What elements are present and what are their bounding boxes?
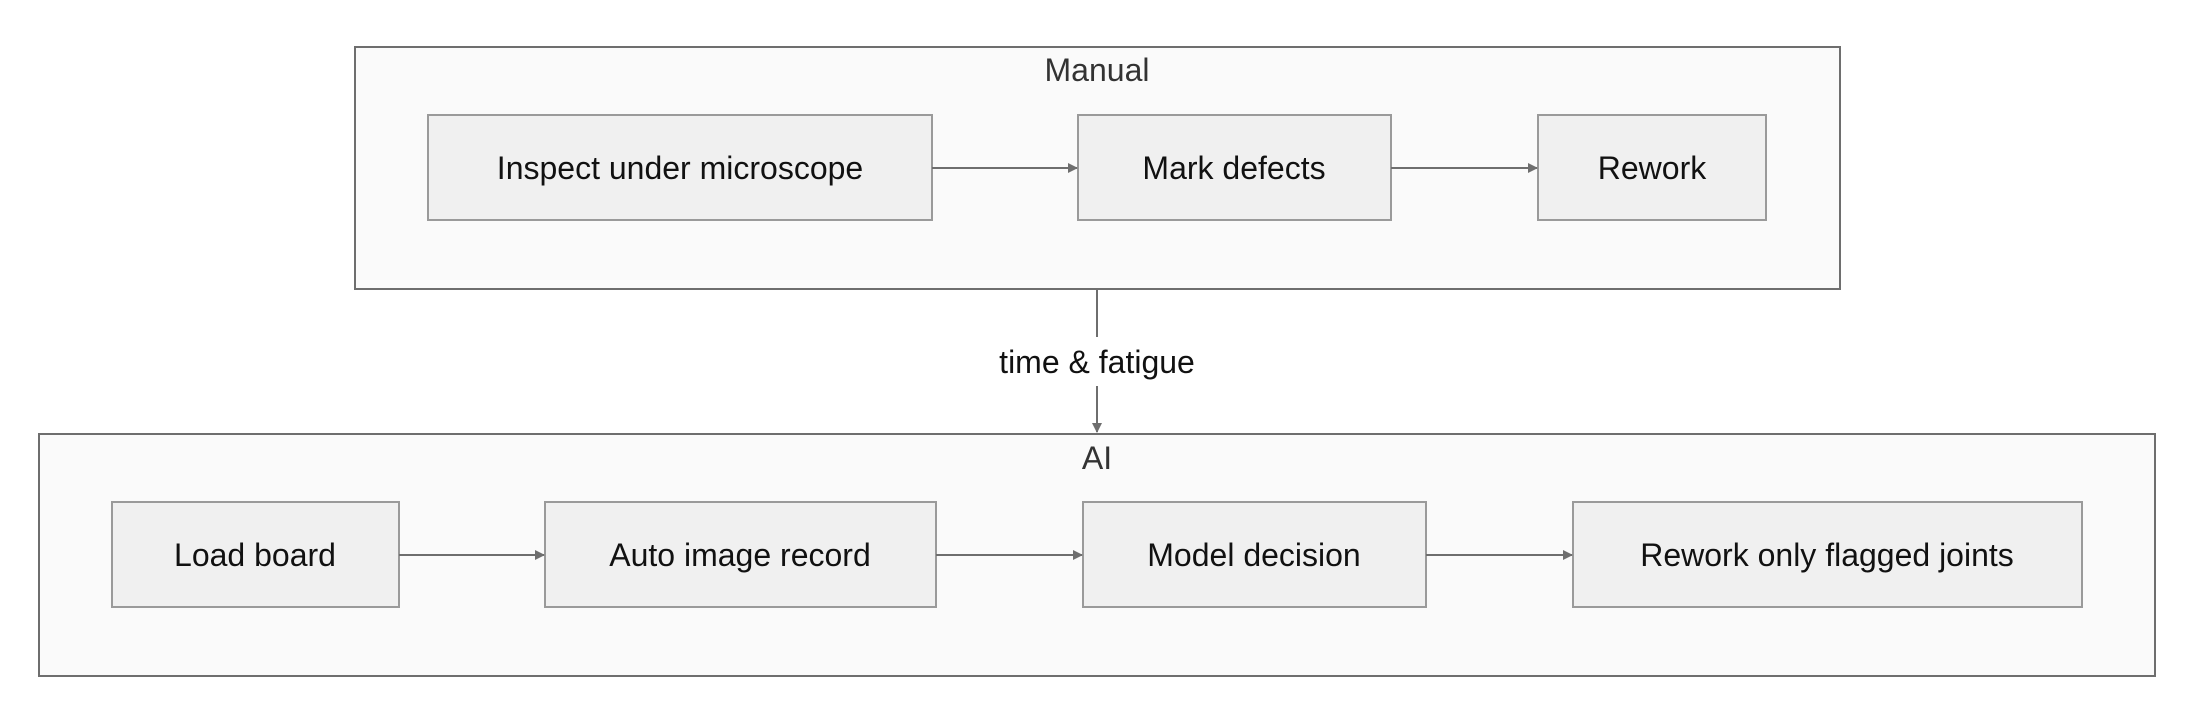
node-label: Auto image record — [609, 537, 870, 573]
manual-group: Manual Inspect under microscope Mark def… — [354, 46, 1841, 290]
node-rework: Rework — [1537, 114, 1767, 221]
node-label: Load board — [174, 537, 336, 573]
node-label: Model decision — [1147, 537, 1360, 573]
node-mark-defects: Mark defects — [1077, 114, 1392, 221]
node-load-board: Load board — [111, 501, 400, 608]
node-label: Rework only flagged joints — [1640, 537, 2014, 573]
node-label: Mark defects — [1142, 150, 1325, 186]
edge-manual-to-ai: time & fatigue — [999, 289, 1195, 433]
node-inspect-under-microscope: Inspect under microscope — [427, 114, 933, 221]
edge-label-time-fatigue: time & fatigue — [999, 344, 1195, 380]
node-label: Rework — [1598, 150, 1707, 186]
ai-group: AI Load board Auto image record Model de… — [38, 433, 2156, 677]
node-label: Inspect under microscope — [497, 150, 863, 186]
node-model-decision: Model decision — [1082, 501, 1427, 608]
node-auto-image-record: Auto image record — [544, 501, 937, 608]
ai-group-title: AI — [1082, 440, 1112, 476]
manual-group-title: Manual — [1045, 52, 1150, 88]
node-rework-only-flagged-joints: Rework only flagged joints — [1572, 501, 2083, 608]
